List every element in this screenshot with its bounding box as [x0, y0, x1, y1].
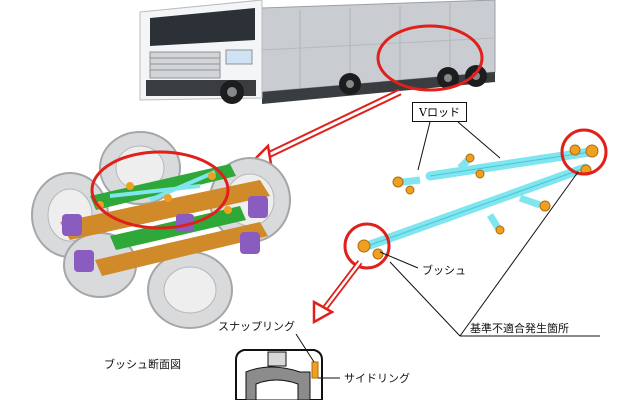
zoom-arrow-to-cross-section: [312, 260, 363, 325]
defect-leader-right: [459, 171, 579, 337]
side-ring-label: サイドリング: [344, 372, 410, 385]
v-rod-diagram: [357, 144, 599, 260]
v-rod-leader-left: [417, 121, 431, 171]
suspension-assembly-image: [31, 131, 291, 329]
zoom-arrow-to-suspension: [245, 88, 402, 172]
suspension-highlight-ellipse: [90, 150, 230, 230]
v-rod-label: Vロッド: [412, 102, 467, 122]
snap-ring-label: スナップリング: [218, 320, 295, 333]
bush-leader: [379, 251, 419, 269]
truck-highlight-ellipse: [376, 24, 484, 92]
defect-location-label: 基準不適合発生箇所: [470, 322, 569, 335]
snap-ring-leader: [295, 333, 315, 363]
bush-highlight-circle-left: [343, 222, 391, 270]
bush-highlight-circle-right: [560, 128, 608, 176]
truck-image: [139, 0, 496, 104]
bush-label: ブッシュ: [422, 264, 466, 277]
bush-cross-section-title: ブッシュ断面図: [104, 358, 181, 371]
bush-cross-section-image: [235, 349, 323, 400]
v-rod-leader-right: [457, 121, 501, 159]
defect-leader-left: [389, 261, 461, 337]
